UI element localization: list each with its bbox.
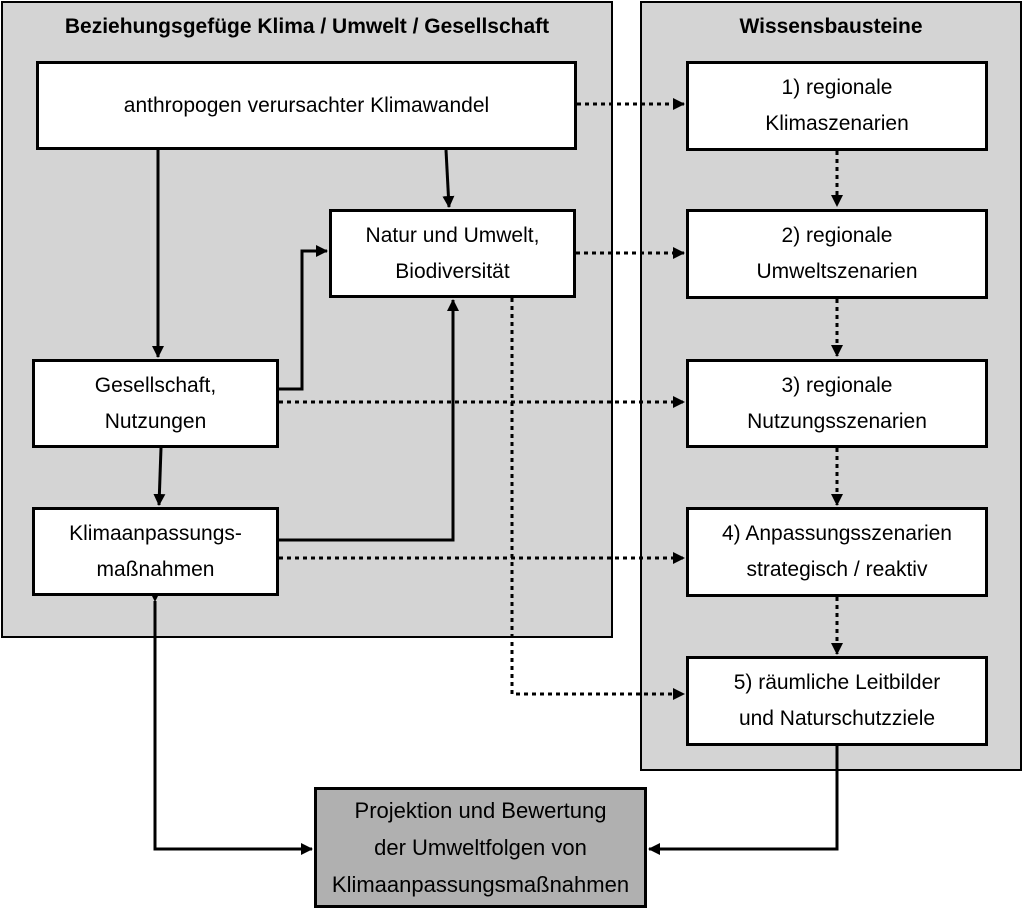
node-wissensbaustein-2: 2) regionale Umweltszenarien xyxy=(686,209,988,299)
wb3-line-2: Nutzungsszenarien xyxy=(747,409,927,433)
wb2-line-2: Umweltszenarien xyxy=(756,260,918,283)
wb2-line-1: 2) regionale xyxy=(781,224,893,247)
arrow-anpassung-to-natur xyxy=(279,299,459,542)
projektion-line-1: Projektion und Bewertung xyxy=(354,798,607,823)
arrow-bidirectional-anpassung-projektion xyxy=(149,590,313,855)
wb5-line-2: und Naturschutzziele xyxy=(738,707,936,730)
wb4-line-1: 4) Anpassungsszenarien xyxy=(722,522,952,545)
node-klimawandel: anthropogen verursachter Klimawandel xyxy=(36,61,577,150)
node-anpassung-line-1: Klimaanpassungs- xyxy=(69,521,242,545)
node-wissensbaustein-3: 3) regionale Nutzungsszenarien xyxy=(686,359,988,448)
arrow-wb5-to-projektion xyxy=(648,746,839,855)
wb4-line-2: strategisch / reaktiv xyxy=(746,558,928,581)
node-wissensbaustein-5: 5) räumliche Leitbilder und Naturschutzz… xyxy=(686,656,988,746)
wb1-line-2: Klimaszenarien xyxy=(765,112,909,135)
projektion-line-2: der Umweltfolgen von xyxy=(374,835,587,860)
node-projektion-bewertung: Projektion und Bewertung der Umweltfolge… xyxy=(314,787,647,908)
node-gesellschaft-line-1: Gesellschaft, xyxy=(94,373,217,397)
wb5-line-1: 5) räumliche Leitbilder xyxy=(733,671,941,694)
node-wissensbaustein-4: 4) Anpassungsszenarien strategisch / rea… xyxy=(686,507,988,597)
node-gesellschaft-line-2: Nutzungen xyxy=(104,409,207,433)
node-gesellschaft: Gesellschaft, Nutzungen xyxy=(32,359,279,448)
node-natur-line-2: Biodiversität xyxy=(395,259,510,283)
node-anpassung-line-2: maßnahmen xyxy=(96,557,215,581)
left-panel-title: Beziehungsgefüge Klima / Umwelt / Gesell… xyxy=(64,15,550,38)
node-klimaanpassung: Klimaanpassungs- maßnahmen xyxy=(32,507,279,596)
dotted-natur-to-wb5 xyxy=(510,298,685,700)
node-wissensbaustein-1: 1) regionale Klimaszenarien xyxy=(686,61,988,151)
wb1-line-1: 1) regionale xyxy=(781,76,893,99)
arrow-gesellschaft-to-natur xyxy=(279,245,328,391)
wb3-line-1: 3) regionale xyxy=(781,373,893,397)
projektion-line-3: Klimaanpassungsmaßnahmen xyxy=(331,872,630,897)
arrow-gesellschaft-to-anpassung xyxy=(153,447,166,506)
node-natur-line-1: Natur und Umwelt, xyxy=(365,223,540,247)
node-klimawandel-line-1: anthropogen verursachter Klimawandel xyxy=(123,93,490,117)
arrow-klima-to-natur xyxy=(442,149,455,208)
right-panel-title: Wissensbausteine xyxy=(739,15,923,38)
node-natur-umwelt: Natur und Umwelt, Biodiversität xyxy=(329,209,576,298)
